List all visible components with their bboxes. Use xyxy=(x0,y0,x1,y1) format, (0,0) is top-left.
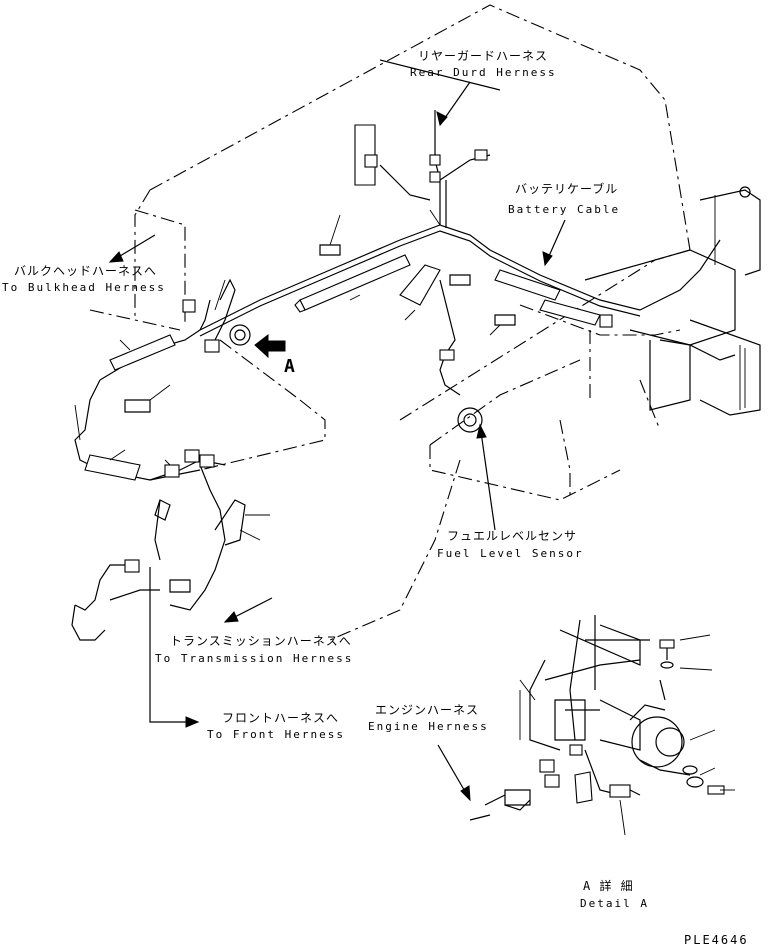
battery-cable-jp-label: バッテリケーブル xyxy=(515,181,618,196)
main-harness xyxy=(71,110,736,641)
engine-harness-en-label: Engine Herness xyxy=(368,720,489,733)
fuel-level-sensor-en-label: Fuel Level Sensor xyxy=(437,547,584,560)
drawing-number: PLE4646 xyxy=(684,933,749,947)
front-harness-en-label: To Front Herness xyxy=(207,728,345,741)
battery-box xyxy=(584,186,761,416)
transmission-harness-en-label: To Transmission Herness xyxy=(155,652,353,665)
front-harness-route xyxy=(149,567,200,728)
bulkhead-arrow xyxy=(108,234,156,263)
rear-guard-harness-jp-label: リヤーガードハーネス xyxy=(418,49,548,63)
bulkhead-harness-en-label: To Bulkhead Herness xyxy=(2,281,166,294)
bulkhead-harness-jp-label: バルクヘッドハーネスへ xyxy=(14,264,157,278)
leader-lines xyxy=(74,209,501,541)
battery-cable-arrow xyxy=(542,219,566,267)
detail-a-en-label: Detail A xyxy=(580,897,649,910)
detail-a-marker-arrow xyxy=(254,333,286,359)
rear-guard-harness-en-label: Rear Durd Herness xyxy=(410,66,557,79)
transmission-arrow xyxy=(223,597,273,623)
engine-harness-jp-label: エンジンハーネス xyxy=(375,703,479,717)
rear-guard-arrow xyxy=(436,81,471,127)
detail-a-drawing xyxy=(469,615,735,836)
detail-a-jp-label: A 詳 細 xyxy=(583,878,634,893)
battery-cable-en-label: Battery Cable xyxy=(508,203,620,216)
fuel-level-sensor-jp-label: フュエルレベルセンサ xyxy=(447,529,577,543)
engine-harness-arrow xyxy=(437,744,471,802)
front-harness-jp-label: フロントハーネスへ xyxy=(222,711,339,725)
fuel-level-arrow xyxy=(476,423,496,531)
transmission-harness-jp-label: トランスミッションハーネスへ xyxy=(170,634,352,648)
detail-a-marker: A xyxy=(284,356,295,377)
harness-components xyxy=(84,59,613,593)
